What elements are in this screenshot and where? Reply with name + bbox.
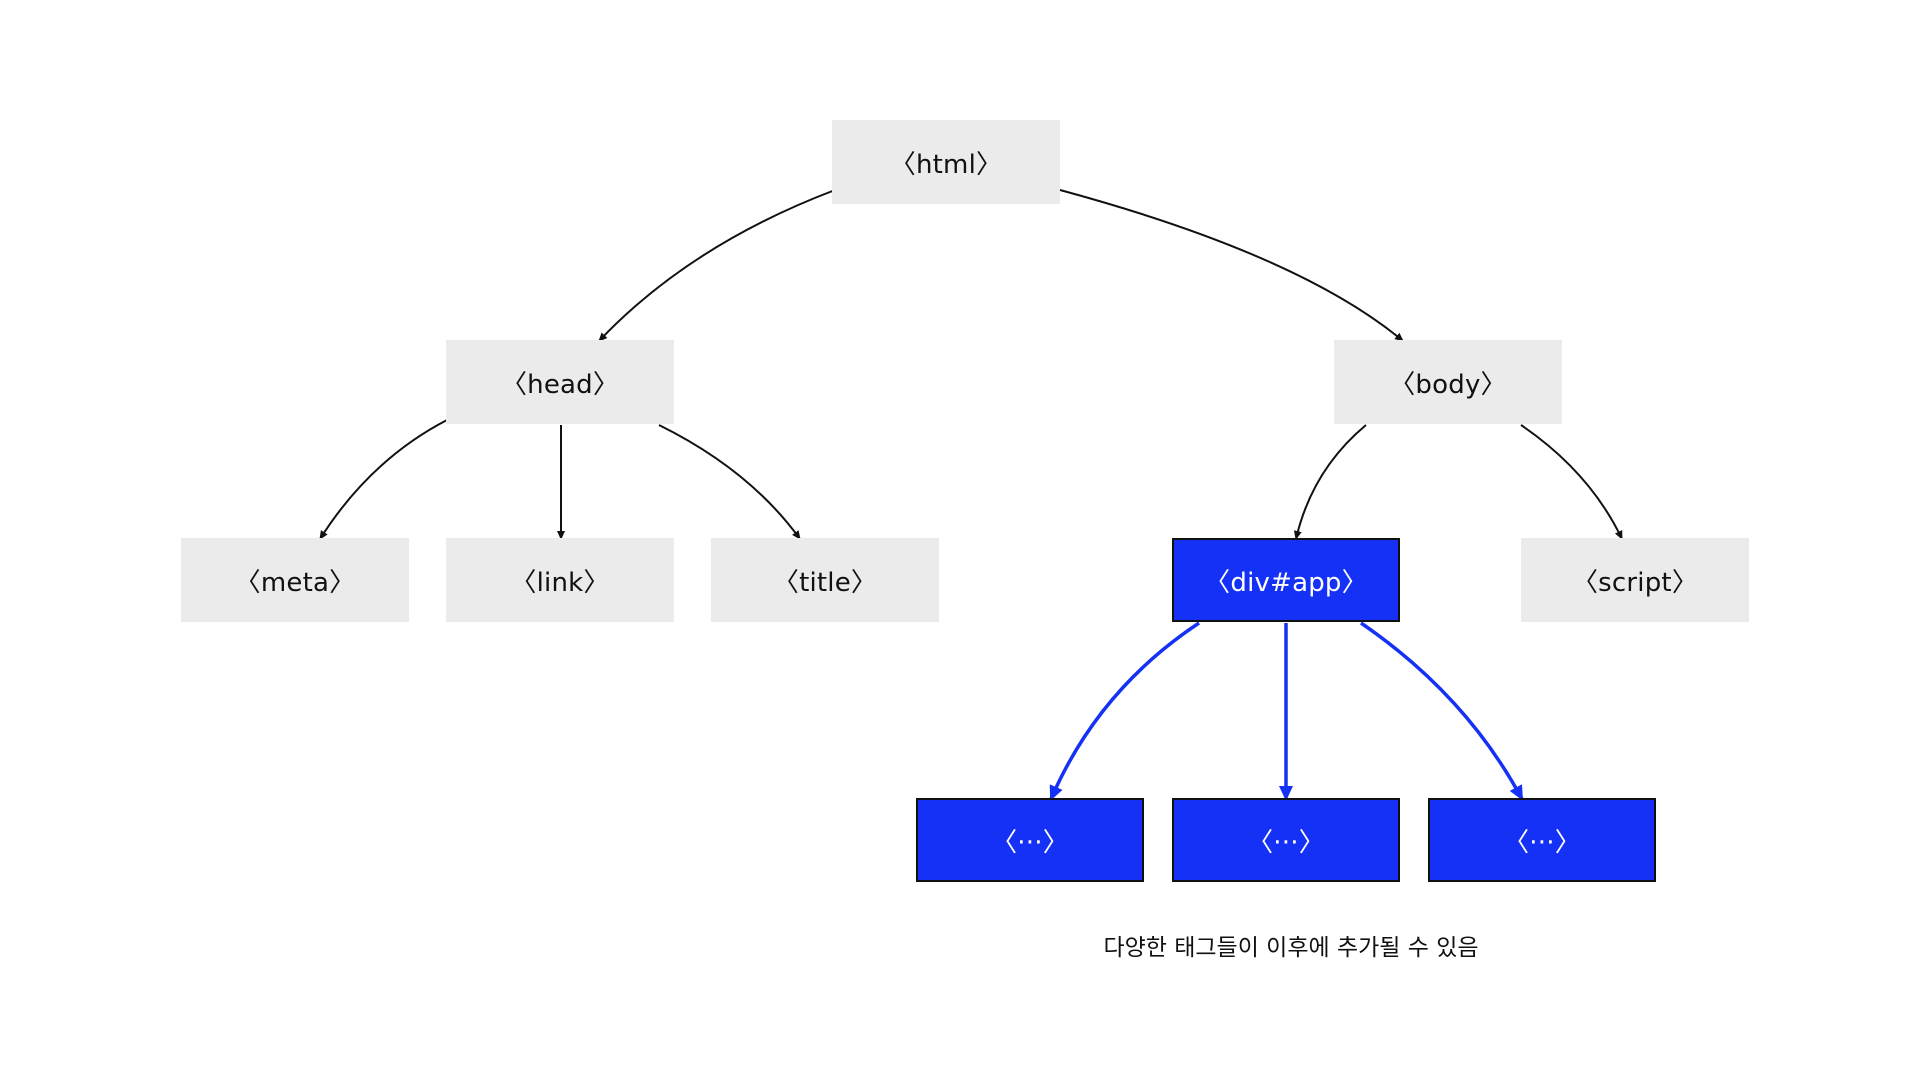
- edge-body-script: [1520, 424, 1623, 540]
- node-body: 〈body〉: [1334, 340, 1562, 424]
- node-meta: 〈meta〉: [181, 538, 409, 622]
- node-child-1: 〈···〉: [916, 798, 1144, 882]
- edge-html-head: [598, 189, 836, 342]
- edge-head-title: [658, 424, 801, 540]
- node-child-2: 〈···〉: [1172, 798, 1400, 882]
- caption-note: 다양한 태그들이 이후에 추가될 수 있음: [1103, 935, 1479, 961]
- edge-html-body: [1059, 189, 1404, 342]
- node-child-3: 〈···〉: [1428, 798, 1656, 882]
- node-title: 〈title〉: [711, 538, 939, 622]
- edge-head-meta: [319, 419, 448, 540]
- edge-div-app-child-3: [1360, 621, 1524, 801]
- edge-div-app-child-1: [1049, 621, 1200, 801]
- edge-body-div-app: [1293, 424, 1367, 540]
- node-link: 〈link〉: [446, 538, 674, 622]
- node-head: 〈head〉: [446, 340, 674, 424]
- node-div-app: 〈div#app〉: [1172, 538, 1400, 622]
- node-html: 〈html〉: [832, 120, 1060, 204]
- node-script: 〈script〉: [1521, 538, 1749, 622]
